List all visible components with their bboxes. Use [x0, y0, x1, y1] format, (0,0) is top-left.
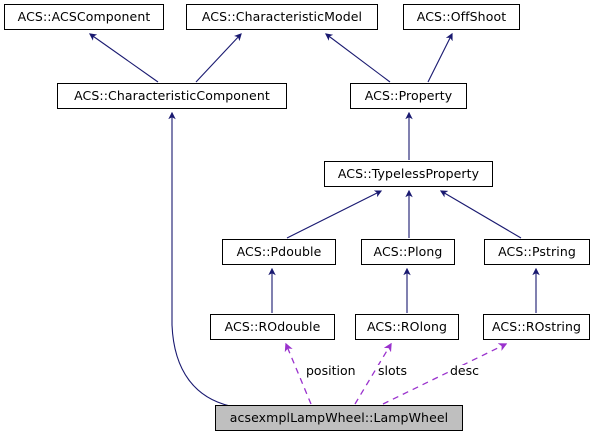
class-node-rolong[interactable]: ACS::ROlong — [355, 314, 459, 340]
class-node-rostring[interactable]: ACS::ROstring — [483, 314, 590, 340]
class-node-typelessproperty[interactable]: ACS::TypelessProperty — [324, 161, 493, 187]
edge-label-slots: slots — [377, 363, 409, 378]
edge-label-desc: desc — [449, 363, 481, 378]
class-node-acscomponent[interactable]: ACS::ACSComponent — [4, 4, 164, 30]
class-node-rodouble[interactable]: ACS::ROdouble — [210, 314, 335, 340]
class-node-lampwheel[interactable]: acsexmplLampWheel::LampWheel — [215, 405, 463, 431]
class-node-plong[interactable]: ACS::Plong — [361, 239, 455, 265]
class-node-offshoot[interactable]: ACS::OffShoot — [403, 4, 520, 30]
edge-pstring-typelessproperty — [439, 190, 522, 239]
edge-characteristiccomponent-characteristicmodel — [195, 33, 242, 83]
class-node-characteristiccomponent[interactable]: ACS::CharacteristicComponent — [57, 83, 287, 109]
class-node-characteristicmodel[interactable]: ACS::CharacteristicModel — [186, 4, 378, 30]
edge-characteristiccomponent-acscomponent — [88, 33, 159, 83]
edge-property-characteristicmodel — [325, 33, 391, 83]
class-node-pstring[interactable]: ACS::Pstring — [484, 239, 590, 265]
class-node-property[interactable]: ACS::Property — [350, 83, 467, 109]
edge-property-offshoot — [427, 32, 453, 83]
class-node-pdouble[interactable]: ACS::Pdouble — [222, 239, 336, 265]
edge-pdouble-typelessproperty — [286, 190, 383, 239]
edge-label-position: position — [305, 363, 357, 378]
